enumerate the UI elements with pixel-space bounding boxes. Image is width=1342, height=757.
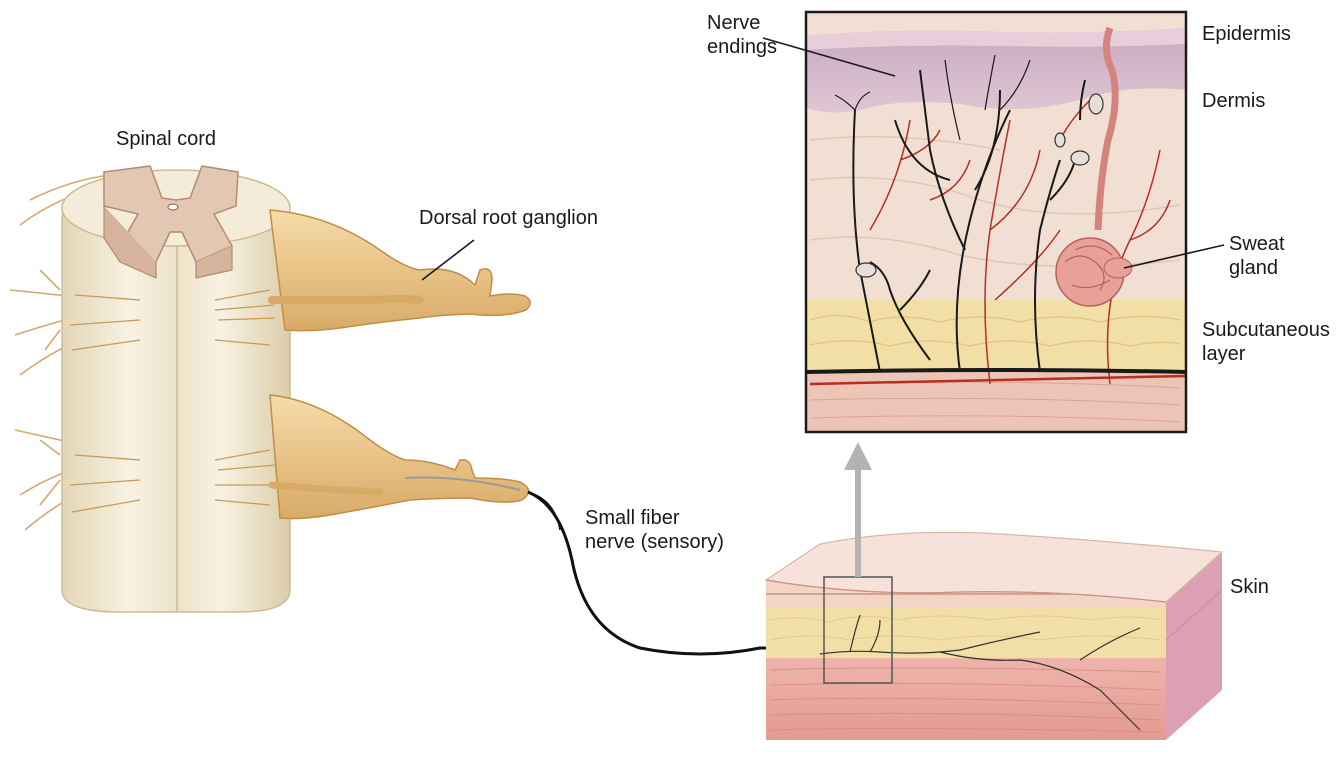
nerve-endings-label: Nerve endings [707, 11, 777, 59]
skin-inset-illustration [806, 12, 1186, 432]
dermis-label: Dermis [1202, 89, 1265, 113]
dorsal-root-ganglion-label: Dorsal root ganglion [419, 206, 598, 230]
epidermis-label: Epidermis [1202, 22, 1291, 46]
spinal-cord-illustration [10, 166, 530, 612]
spinal-cord-label: Spinal cord [116, 127, 216, 151]
small-fiber-nerve-label: Small fiber nerve (sensory) [585, 506, 724, 554]
zoom-arrow [844, 442, 872, 470]
sweat-gland-label: Sweat gland [1229, 232, 1285, 280]
skin-label: Skin [1230, 575, 1269, 599]
skin-block-illustration [766, 532, 1222, 740]
subcutaneous-layer-label: Subcutaneous layer [1202, 318, 1330, 366]
